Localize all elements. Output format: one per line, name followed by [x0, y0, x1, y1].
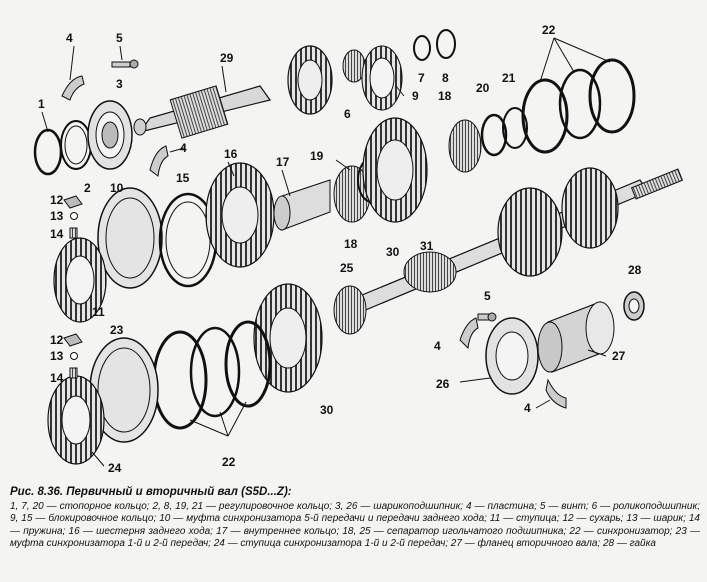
callout-26: 26	[436, 377, 450, 391]
primary-shaft	[133, 45, 333, 139]
figure-caption: Рис. 8.36. Первичный и вторичный вал (S5…	[10, 486, 700, 551]
adjusting-ring-8	[436, 29, 456, 59]
adjusting-ring-2	[60, 120, 92, 170]
callout-23: 23	[110, 323, 124, 337]
callout-8: 8	[442, 71, 449, 85]
gear-30-upper	[362, 117, 428, 223]
callout-29: 29	[220, 51, 234, 65]
callout-20: 20	[476, 81, 490, 95]
callout-14: 14	[50, 227, 64, 241]
callout-14: 14	[50, 371, 64, 385]
figure-title: Рис. 8.36. Первичный и вторичный вал (S5…	[10, 486, 292, 498]
callout-13: 13	[50, 209, 64, 223]
figure-legend: 1, 7, 20 — стопорное кольцо; 2, 8, 19, 2…	[10, 500, 700, 550]
callout-31: 31	[420, 239, 434, 253]
callout-10: 10	[110, 181, 124, 195]
synchronizer-22-lower	[152, 320, 272, 430]
inner-ring-17	[273, 179, 331, 231]
callout-22: 22	[542, 23, 556, 37]
callout-5: 5	[484, 289, 491, 303]
callout-4: 4	[434, 339, 441, 353]
callout-4: 4	[180, 141, 187, 155]
nut-28	[623, 291, 645, 321]
callout-27: 27	[612, 349, 626, 363]
ball-bearing-26	[485, 317, 539, 395]
callout-12: 12	[50, 333, 64, 347]
hub-24	[47, 375, 105, 465]
callout-9: 9	[412, 89, 419, 103]
callout-19: 19	[310, 149, 324, 163]
callout-2: 2	[84, 181, 91, 195]
leader-lines	[41, 37, 611, 467]
callout-6: 6	[344, 107, 351, 121]
reverse-gear-16	[205, 162, 275, 268]
needle-cage-25	[333, 285, 367, 335]
plate-4-middle	[149, 145, 169, 177]
callout-11: 11	[92, 305, 105, 319]
plate-4-top	[61, 75, 85, 101]
callout-30: 30	[320, 403, 334, 417]
callout-3: 3	[116, 77, 123, 91]
callout-4: 4	[66, 31, 73, 45]
needle-cage-18-upper	[448, 119, 482, 173]
screw-5-right	[477, 312, 497, 322]
synchronizer-22-upper	[521, 58, 636, 154]
callout-5: 5	[116, 31, 123, 45]
flange-27	[537, 301, 615, 373]
retaining-ring-20	[480, 113, 508, 157]
callout-7: 7	[418, 71, 425, 85]
callout-28: 28	[628, 263, 642, 277]
plate-4-right	[459, 317, 567, 409]
callout-25: 25	[340, 261, 354, 275]
retaining-ring-7	[413, 35, 431, 61]
detent-parts-upper	[63, 195, 83, 239]
callout-24: 24	[108, 461, 122, 475]
callout-22: 22	[222, 455, 236, 469]
hub-11	[53, 237, 107, 323]
secondary-shaft	[349, 167, 684, 315]
retaining-ring-1	[33, 128, 63, 176]
callout-12: 12	[50, 193, 64, 207]
shaft-assembly-drawing: 1234567891820212229416171912131410151830…	[33, 23, 684, 475]
callout-1: 1	[38, 97, 45, 111]
ball-bearing-3	[87, 100, 133, 170]
callout-13: 13	[50, 349, 64, 363]
callout-16: 16	[224, 147, 238, 161]
callout-18: 18	[344, 237, 358, 251]
sliding-sleeve-10	[97, 187, 163, 289]
detent-parts-lower	[63, 333, 83, 379]
blocking-ring-9	[361, 45, 403, 111]
screw-5-top	[111, 59, 139, 69]
callout-17: 17	[276, 155, 290, 169]
adjusting-ring-21	[502, 107, 528, 149]
callout-21: 21	[502, 71, 516, 85]
callout-15: 15	[176, 171, 190, 185]
callout-4: 4	[524, 401, 531, 415]
callout-18: 18	[438, 89, 452, 103]
callout-30: 30	[386, 245, 400, 259]
sleeve-23	[89, 337, 159, 443]
